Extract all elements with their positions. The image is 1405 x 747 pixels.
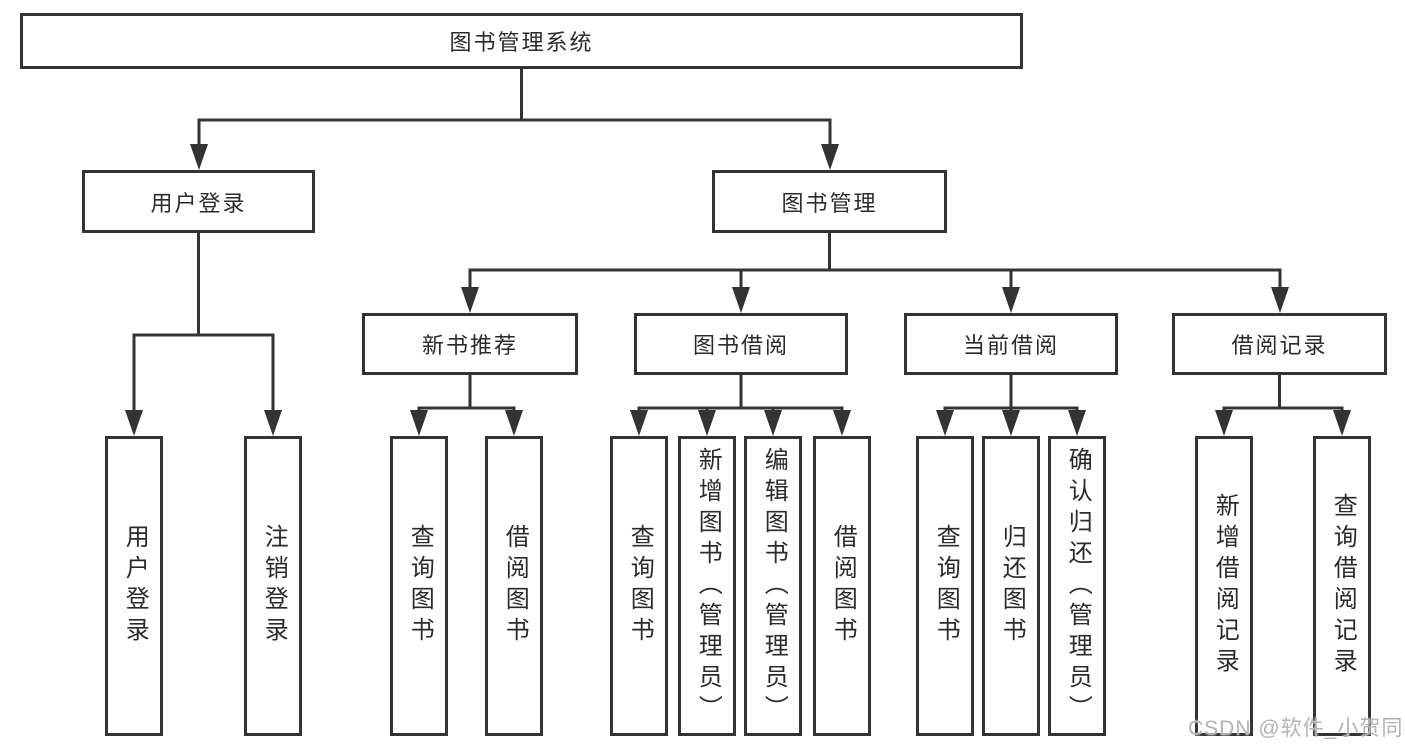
leaf-borrow-books: 借阅图书 bbox=[813, 436, 871, 736]
leaf-query-books-current-label: 查询图书 bbox=[932, 524, 960, 648]
leaf-user-login: 用户登录 bbox=[105, 436, 163, 736]
node-current-borrowing-label: 当前借阅 bbox=[962, 333, 1059, 358]
leaf-confirm-return-admin: 确认归还（管理员） bbox=[1048, 436, 1106, 736]
leaf-query-books-recommend-label: 查询图书 bbox=[406, 524, 434, 648]
leaf-add-borrow-record-label: 新增借阅记录 bbox=[1211, 493, 1239, 679]
leaf-borrow-books-recommend-label: 借阅图书 bbox=[501, 524, 529, 648]
node-new-book-recommendation: 新书推荐 bbox=[362, 313, 578, 375]
node-root: 图书管理系统 bbox=[20, 13, 1023, 69]
node-user-login-label: 用户登录 bbox=[150, 190, 247, 216]
leaf-return-books-label: 归还图书 bbox=[998, 524, 1026, 648]
node-user-login: 用户登录 bbox=[82, 170, 315, 233]
node-root-label: 图书管理系统 bbox=[449, 30, 594, 55]
node-new-book-recommendation-label: 新书推荐 bbox=[421, 333, 518, 358]
leaf-borrow-books-label: 借阅图书 bbox=[829, 524, 857, 648]
leaf-query-books-current: 查询图书 bbox=[916, 436, 974, 736]
arrowheads bbox=[125, 144, 1351, 436]
leaf-query-borrow-record-label: 查询借阅记录 bbox=[1329, 493, 1357, 679]
leaf-add-books-admin-label: 新增图书（管理员） bbox=[694, 446, 722, 726]
leaf-logout-label: 注销登录 bbox=[260, 524, 288, 648]
leaf-query-books-recommend: 查询图书 bbox=[390, 436, 448, 736]
node-current-borrowing: 当前借阅 bbox=[904, 313, 1118, 375]
leaf-query-books-borrow: 查询图书 bbox=[610, 436, 668, 736]
leaf-confirm-return-admin-label: 确认归还（管理员） bbox=[1064, 446, 1092, 726]
csdn-watermark: CSDN @软件_小贺同学 bbox=[1188, 717, 1405, 740]
leaf-query-books-borrow-label: 查询图书 bbox=[626, 524, 654, 648]
node-book-management: 图书管理 bbox=[712, 170, 947, 233]
leaf-add-books-admin: 新增图书（管理员） bbox=[678, 436, 736, 736]
leaf-user-login-label: 用户登录 bbox=[121, 524, 149, 648]
leaf-return-books: 归还图书 bbox=[982, 436, 1040, 736]
leaf-logout: 注销登录 bbox=[244, 436, 302, 736]
leaf-add-borrow-record: 新增借阅记录 bbox=[1195, 436, 1253, 736]
node-book-management-label: 图书管理 bbox=[781, 190, 878, 216]
node-book-borrowing-label: 图书借阅 bbox=[692, 333, 789, 358]
leaf-borrow-books-recommend: 借阅图书 bbox=[485, 436, 543, 736]
leaf-query-borrow-record: 查询借阅记录 bbox=[1313, 436, 1371, 736]
leaf-edit-books-admin-label: 编辑图书（管理员） bbox=[760, 446, 788, 726]
leaf-edit-books-admin: 编辑图书（管理员） bbox=[744, 436, 802, 736]
node-book-borrowing: 图书借阅 bbox=[634, 313, 848, 375]
node-borrowing-records: 借阅记录 bbox=[1172, 313, 1387, 375]
node-borrowing-records-label: 借阅记录 bbox=[1231, 333, 1328, 358]
